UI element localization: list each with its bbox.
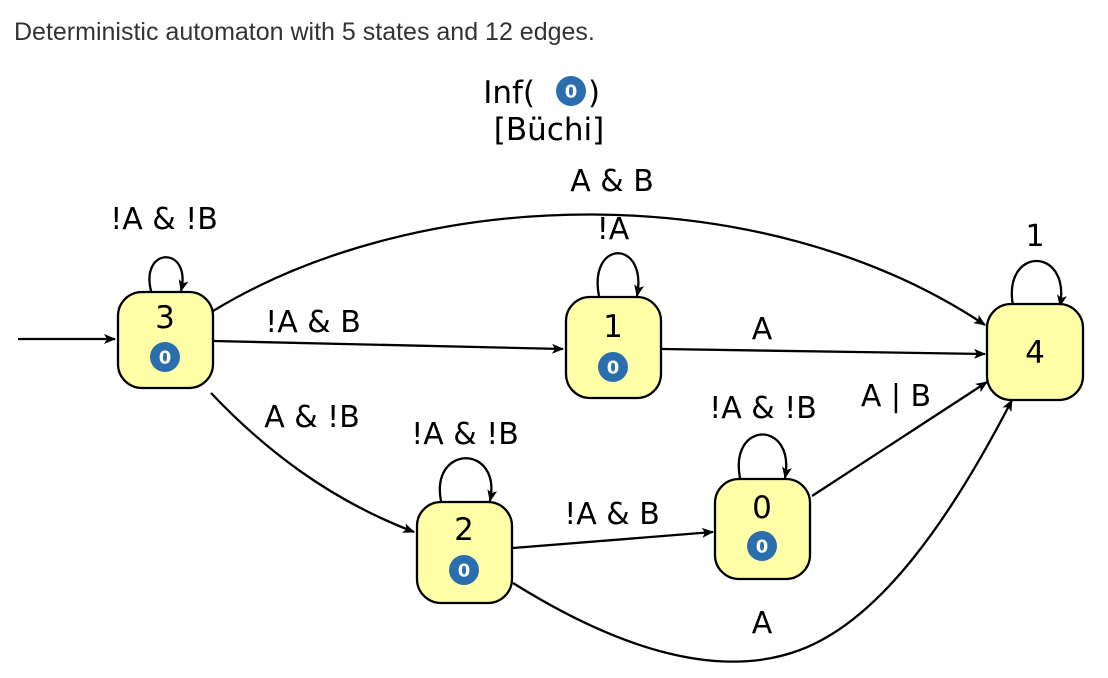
edge-label: !A & !B — [411, 417, 519, 452]
acceptance-name: [Büchi] — [494, 112, 604, 148]
acceptance-mark-label: 0 — [159, 348, 172, 369]
automaton-caption: Deterministic automaton with 5 states an… — [14, 18, 595, 46]
state-2[interactable]: 2 0 — [415, 500, 514, 605]
edge-label: !A & B — [564, 497, 660, 532]
state-0[interactable]: 0 0 — [713, 477, 812, 581]
state-label: 3 — [155, 300, 175, 336]
acceptance-mark-badge — [747, 531, 777, 561]
edge-label: !A & B — [265, 305, 361, 340]
edge-2-2: !A & !B — [411, 417, 519, 502]
acceptance-mark-label: 0 — [756, 537, 769, 558]
state-label: 4 — [1025, 335, 1045, 371]
edge-2-0: !A & B — [512, 497, 714, 550]
state-label: 1 — [603, 309, 623, 345]
edge-label: !A — [597, 212, 630, 247]
edge-1-4: A — [661, 312, 986, 359]
acceptance-mark-label: 0 — [565, 82, 578, 103]
state-1[interactable]: 1 0 — [564, 295, 663, 400]
edge-0-4: A | B — [811, 379, 988, 497]
edge-label: !A & !B — [110, 202, 218, 237]
acceptance-mark-badge — [449, 555, 479, 585]
edge-2-4: A — [512, 399, 1014, 663]
state-4[interactable]: 4 — [985, 302, 1085, 402]
acceptance-prefix: Inf( — [483, 75, 535, 111]
edge-3-3: !A & !B — [110, 202, 218, 292]
edge-label: A | B — [861, 379, 931, 414]
edge-label: A — [752, 606, 773, 641]
acceptance-mark-badge — [150, 342, 180, 372]
edge-4-4: 1 — [1010, 219, 1067, 307]
edge-label: A & B — [570, 164, 654, 199]
edge-label: A & !B — [264, 400, 360, 435]
acceptance-condition: Inf( 0 ) [Büchi] — [483, 75, 604, 148]
edge-0-0: !A & !B — [709, 391, 817, 479]
acceptance-mark-badge — [556, 76, 586, 106]
edge-1-1: !A — [596, 212, 644, 297]
acceptance-mark-label: 0 — [607, 358, 620, 379]
state-label: 2 — [454, 512, 474, 548]
edge-3-4: A & B — [212, 164, 986, 326]
acceptance-suffix: ) — [588, 75, 600, 111]
acceptance-mark-badge — [598, 352, 628, 382]
edge-3-1: !A & B — [213, 305, 564, 354]
edge-label: !A & !B — [709, 391, 817, 426]
state-label: 0 — [752, 490, 772, 526]
edge-label: 1 — [1025, 219, 1044, 254]
edge-3-2: A & !B — [210, 392, 415, 534]
edge-label: A — [752, 312, 773, 347]
state-3[interactable]: 3 0 — [116, 290, 215, 390]
acceptance-mark-label: 0 — [458, 561, 471, 582]
